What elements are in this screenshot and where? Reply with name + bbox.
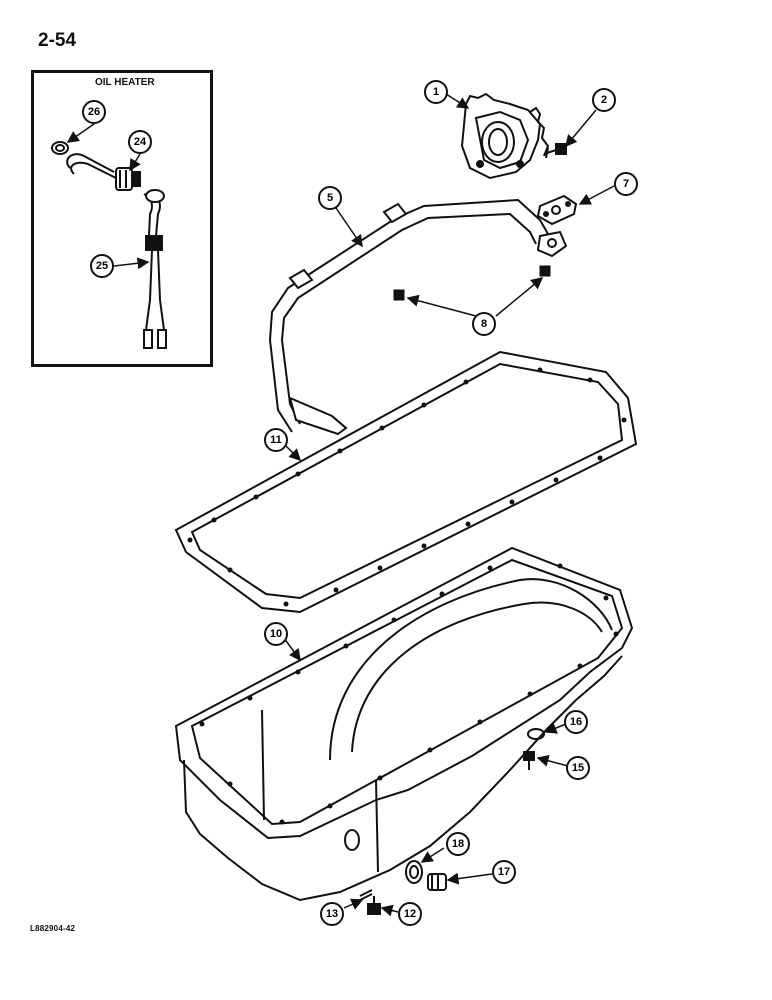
callout-label: 15: [572, 762, 584, 774]
heater-cord-part: [143, 189, 167, 349]
plug-part: [367, 896, 381, 915]
heater-element-part: [66, 153, 141, 191]
callout-15: 15: [566, 756, 590, 780]
callout-13: 13: [320, 902, 344, 926]
callout-label: 13: [326, 908, 338, 920]
callout-label: 18: [452, 838, 464, 850]
suction-tube-part: [268, 198, 568, 436]
callout-label: 24: [134, 136, 147, 148]
washer-part: [527, 728, 545, 740]
callout-label: 2: [601, 94, 607, 106]
callout-label: 25: [96, 260, 108, 272]
callout-26: 26: [82, 100, 106, 124]
callout-5: 5: [318, 186, 342, 210]
callout-16: 16: [564, 710, 588, 734]
bolt-part: [543, 143, 567, 159]
oil-pump-part: [460, 92, 550, 180]
callout-label: 1: [433, 86, 439, 98]
dowel-pin-part: [359, 889, 373, 901]
figure-code: L882904-42: [30, 924, 76, 933]
callout-label: 16: [570, 716, 582, 728]
callout-label: 10: [270, 628, 282, 640]
callout-2: 2: [592, 88, 616, 112]
callout-label: 12: [404, 908, 416, 920]
callout-25: 25: [90, 254, 114, 278]
oil-pan-gasket-part: [174, 350, 638, 614]
leader-lines: [66, 93, 615, 917]
callout-11: 11: [264, 428, 288, 452]
nut-part: [393, 265, 551, 301]
callout-12: 12: [398, 902, 422, 926]
page-number: 2-54: [38, 30, 77, 51]
pump-gasket-part: [536, 194, 578, 226]
callout-label: 11: [270, 434, 282, 446]
callout-17: 17: [492, 860, 516, 884]
callout-label: 26: [88, 106, 100, 118]
callout-8: 8: [472, 312, 496, 336]
callout-label: 5: [327, 192, 333, 204]
seal-ring-part: [51, 141, 69, 155]
callout-label: 7: [623, 178, 629, 190]
callout-1: 1: [424, 80, 448, 104]
oil-heater-inset: [31, 70, 213, 367]
oil-pan-part: [174, 546, 634, 902]
callout-10: 10: [264, 622, 288, 646]
callout-18: 18: [446, 832, 470, 856]
callout-7: 7: [614, 172, 638, 196]
drain-bolt-part: [523, 751, 535, 770]
drain-plug-part: [427, 873, 447, 891]
inset-title: OIL HEATER: [95, 77, 155, 88]
callout-label: 17: [498, 866, 510, 878]
callout-24: 24: [128, 130, 152, 154]
drain-plug-seal-part: [405, 860, 423, 884]
callout-label: 8: [481, 318, 487, 330]
